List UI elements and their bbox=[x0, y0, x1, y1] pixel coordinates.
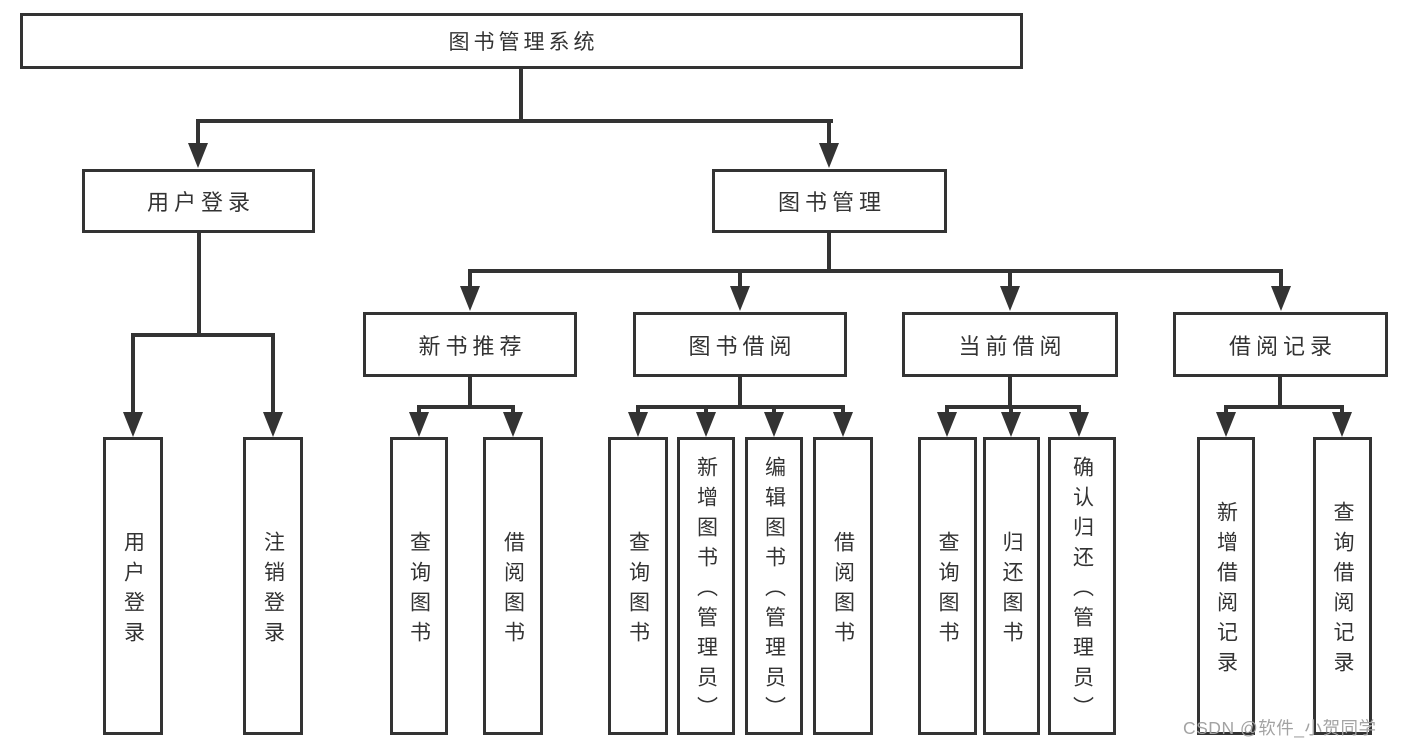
connector-line bbox=[519, 69, 523, 121]
arrow-down-icon bbox=[937, 412, 957, 437]
node-book-management: 图书管理 bbox=[712, 169, 947, 233]
connector-line bbox=[1008, 269, 1012, 289]
node-borrowing-records: 借阅记录 bbox=[1173, 312, 1388, 377]
csdn-watermark: CSDN @软件_小贺同学 bbox=[1183, 718, 1377, 738]
connector-line bbox=[196, 119, 833, 123]
connector-line bbox=[1278, 377, 1282, 407]
connector-line bbox=[468, 269, 1283, 273]
node-library-management-system: 图书管理系统 bbox=[20, 13, 1023, 69]
leaf-edit-books-admin: 编辑图书（管理员） bbox=[745, 437, 803, 735]
arrow-down-icon bbox=[833, 412, 853, 437]
arrow-down-icon bbox=[819, 143, 839, 168]
node-book-borrowing: 图书借阅 bbox=[633, 312, 847, 377]
connector-line bbox=[271, 333, 275, 415]
leaf-query-books-borrowing: 查询图书 bbox=[608, 437, 668, 735]
connector-line bbox=[417, 405, 421, 415]
leaf-user-login: 用户登录 bbox=[103, 437, 163, 735]
connector-line bbox=[704, 405, 708, 415]
leaf-logout-login: 注销登录 bbox=[243, 437, 303, 735]
connector-line bbox=[1279, 269, 1283, 289]
connector-line bbox=[1077, 405, 1081, 415]
connector-line bbox=[1009, 405, 1013, 415]
connector-line bbox=[1224, 405, 1228, 415]
arrow-down-icon bbox=[503, 412, 523, 437]
connector-line bbox=[827, 233, 831, 272]
arrow-down-icon bbox=[1069, 412, 1089, 437]
connector-line bbox=[636, 405, 640, 415]
arrow-down-icon bbox=[696, 412, 716, 437]
leaf-borrow-books-borrowing: 借阅图书 bbox=[813, 437, 873, 735]
connector-line bbox=[417, 405, 515, 409]
connector-line bbox=[468, 377, 472, 407]
leaf-query-books-current: 查询图书 bbox=[918, 437, 977, 735]
connector-line bbox=[1008, 377, 1012, 407]
arrow-down-icon bbox=[764, 412, 784, 437]
connector-line bbox=[511, 405, 515, 415]
leaf-confirm-return-admin: 确认归还（管理员） bbox=[1048, 437, 1116, 735]
connector-line bbox=[131, 333, 275, 337]
leaf-return-books: 归还图书 bbox=[983, 437, 1040, 735]
arrow-down-icon bbox=[460, 286, 480, 311]
arrow-down-icon bbox=[123, 412, 143, 437]
connector-line bbox=[772, 405, 776, 415]
arrow-down-icon bbox=[1271, 286, 1291, 311]
connector-line bbox=[196, 119, 200, 147]
arrow-down-icon bbox=[188, 143, 208, 168]
connector-line bbox=[131, 333, 135, 415]
connector-line bbox=[468, 269, 472, 289]
connector-line bbox=[1340, 405, 1344, 415]
node-user-login: 用户登录 bbox=[82, 169, 315, 233]
connector-line bbox=[945, 405, 1081, 409]
connector-line bbox=[945, 405, 949, 415]
arrow-down-icon bbox=[730, 286, 750, 311]
arrow-down-icon bbox=[628, 412, 648, 437]
arrow-down-icon bbox=[1001, 412, 1021, 437]
node-new-book-recommendation: 新书推荐 bbox=[363, 312, 577, 377]
node-current-borrowing: 当前借阅 bbox=[902, 312, 1118, 377]
connector-line bbox=[1224, 405, 1344, 409]
connector-line bbox=[841, 405, 845, 415]
connector-line bbox=[738, 377, 742, 407]
arrow-down-icon bbox=[263, 412, 283, 437]
connector-line bbox=[827, 119, 831, 147]
connector-line bbox=[738, 269, 742, 289]
connector-line bbox=[197, 233, 201, 336]
leaf-add-books-admin: 新增图书（管理员） bbox=[677, 437, 735, 735]
leaf-borrow-books-recommend: 借阅图书 bbox=[483, 437, 543, 735]
leaf-add-borrow-record: 新增借阅记录 bbox=[1197, 437, 1255, 735]
connector-line bbox=[636, 405, 844, 409]
arrow-down-icon bbox=[1000, 286, 1020, 311]
arrow-down-icon bbox=[1216, 412, 1236, 437]
arrow-down-icon bbox=[1332, 412, 1352, 437]
leaf-query-books-recommend: 查询图书 bbox=[390, 437, 448, 735]
leaf-query-borrow-record: 查询借阅记录 bbox=[1313, 437, 1372, 735]
arrow-down-icon bbox=[409, 412, 429, 437]
